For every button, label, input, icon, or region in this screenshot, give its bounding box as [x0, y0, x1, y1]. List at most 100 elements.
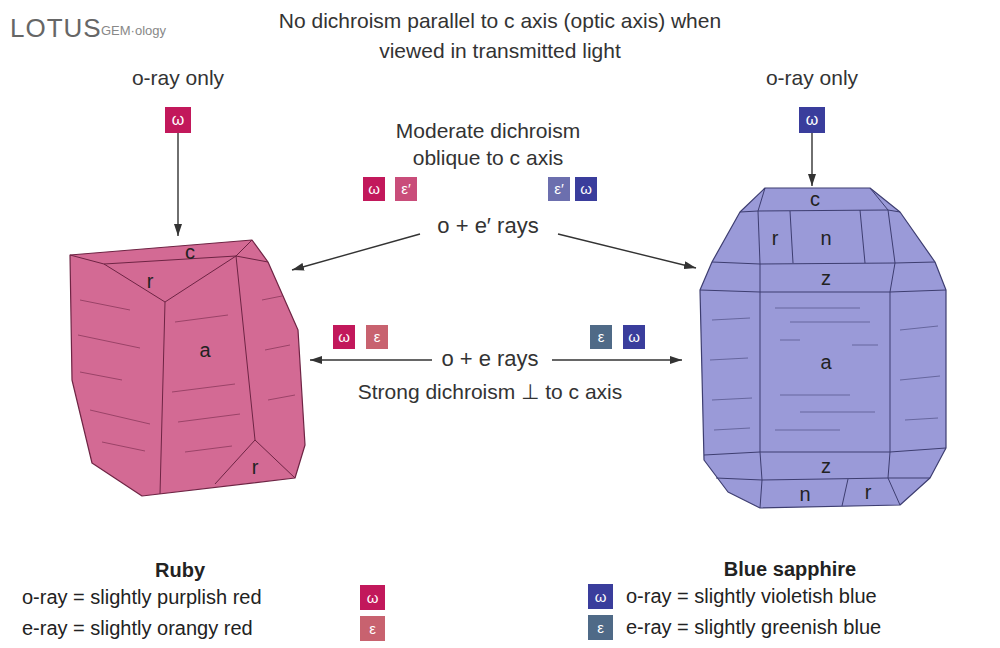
growth-line: [900, 326, 938, 330]
swatch-symbol: ε: [590, 325, 612, 349]
legend-text: e-ray = slightly orangy red: [22, 616, 357, 641]
crystal-edge: [704, 452, 760, 455]
crystal-edge: [740, 211, 758, 212]
crystal-edge: [790, 211, 793, 263]
growth-line: [800, 412, 875, 413]
face-label: r: [138, 269, 162, 293]
crystal-edge: [888, 478, 900, 505]
crystal-edge: [888, 452, 890, 478]
growth-line: [102, 442, 145, 451]
growth-line: [80, 372, 122, 380]
watermark: LOTUS: [10, 12, 102, 44]
color-swatch: ε: [590, 325, 612, 349]
crystal-edge: [760, 264, 761, 292]
color-swatch: ω: [623, 325, 645, 349]
crystal-edge: [870, 188, 888, 210]
crystal-edge: [700, 290, 760, 292]
growth-line: [78, 335, 140, 348]
growth-line: [780, 395, 850, 396]
crystal-edge: [860, 210, 865, 263]
swatch-symbol: ω: [588, 584, 613, 609]
ray-arrow: [558, 234, 696, 268]
crystal-edge: [712, 262, 760, 264]
color-swatch: ω: [333, 325, 355, 349]
growth-line: [80, 300, 130, 310]
gem-name: Ruby: [100, 557, 260, 583]
swatch-symbol: ε′: [395, 177, 417, 201]
legend-text: e-ray = slightly greenish blue: [626, 615, 996, 640]
crystal-edge: [890, 292, 891, 452]
crystal-edge: [758, 188, 765, 211]
growth-line: [90, 410, 150, 424]
crystal-edge: [165, 256, 236, 302]
growth-line: [712, 398, 752, 400]
crystal-body: [700, 188, 946, 508]
crystal-edge: [760, 292, 761, 452]
crystal-edge: [762, 478, 888, 480]
crystal-edge: [842, 479, 848, 506]
growth-line: [172, 384, 235, 392]
crystal-edge: [760, 452, 762, 480]
crystal-edge: [104, 256, 236, 264]
face-label: n: [793, 482, 817, 506]
growth-line: [178, 414, 240, 422]
face-label: r: [856, 480, 880, 504]
crystal-edge: [215, 440, 255, 484]
crystal-edge: [760, 452, 890, 453]
gem-name: Blue sapphire: [690, 556, 890, 582]
ray-arrow: [552, 359, 682, 360]
growth-line: [262, 296, 282, 300]
growth-line: [265, 345, 290, 350]
color-swatch: ε′: [395, 177, 417, 201]
crystal-edge: [255, 440, 295, 478]
crystal-edge: [760, 292, 890, 293]
growth-line: [714, 428, 750, 430]
crystal-edge: [888, 210, 900, 212]
face-label: c: [178, 240, 202, 264]
swatch-symbol: ω: [799, 107, 825, 133]
ray-arrow: [292, 234, 420, 270]
growth-line: [175, 315, 228, 322]
growth-line: [712, 318, 750, 320]
crystal-edge: [890, 448, 946, 452]
watermark: GEM·ology: [101, 22, 201, 40]
face-label: a: [814, 350, 838, 374]
growth-line: [905, 418, 938, 420]
ray-note: o + e′ rays: [388, 212, 588, 240]
face-label: r: [243, 455, 267, 479]
ray-arrow: [310, 359, 432, 360]
growth-line: [852, 345, 878, 346]
swatch-symbol: ε: [360, 616, 385, 641]
growth-line: [710, 358, 748, 360]
crystal-edge: [895, 262, 935, 263]
growth-line: [775, 430, 840, 431]
face-label: n: [814, 226, 838, 250]
color-swatch: ω: [165, 107, 191, 133]
crystal-edge: [890, 263, 895, 292]
arrow-connector: [811, 133, 812, 186]
growth-line: [185, 446, 232, 452]
face-label: a: [193, 338, 217, 362]
swatch-symbol: ω: [333, 325, 355, 349]
growth-line: [790, 322, 870, 323]
crystal-edge: [236, 256, 268, 262]
color-swatch: ω: [575, 177, 597, 201]
swatch-symbol: ω: [623, 325, 645, 349]
color-swatch: ω: [363, 177, 385, 201]
crystal-edge: [888, 210, 895, 263]
crystal-body: [70, 240, 305, 496]
color-swatch: ε: [366, 325, 388, 349]
legend-text: o-ray = slightly violetish blue: [626, 584, 996, 609]
swatch-symbol: ε: [366, 325, 388, 349]
color-swatch: ω: [799, 107, 825, 133]
crystal-edge: [104, 264, 165, 302]
crystal-edge: [890, 290, 946, 292]
swatch-symbol: ε: [588, 615, 613, 640]
swatch-symbol: ω: [360, 585, 385, 610]
crystal-edge: [888, 478, 930, 479]
growth-line: [900, 376, 940, 380]
face-label: z: [814, 454, 838, 478]
swatch-symbol: ω: [165, 107, 191, 133]
crystal-edge: [716, 478, 762, 480]
